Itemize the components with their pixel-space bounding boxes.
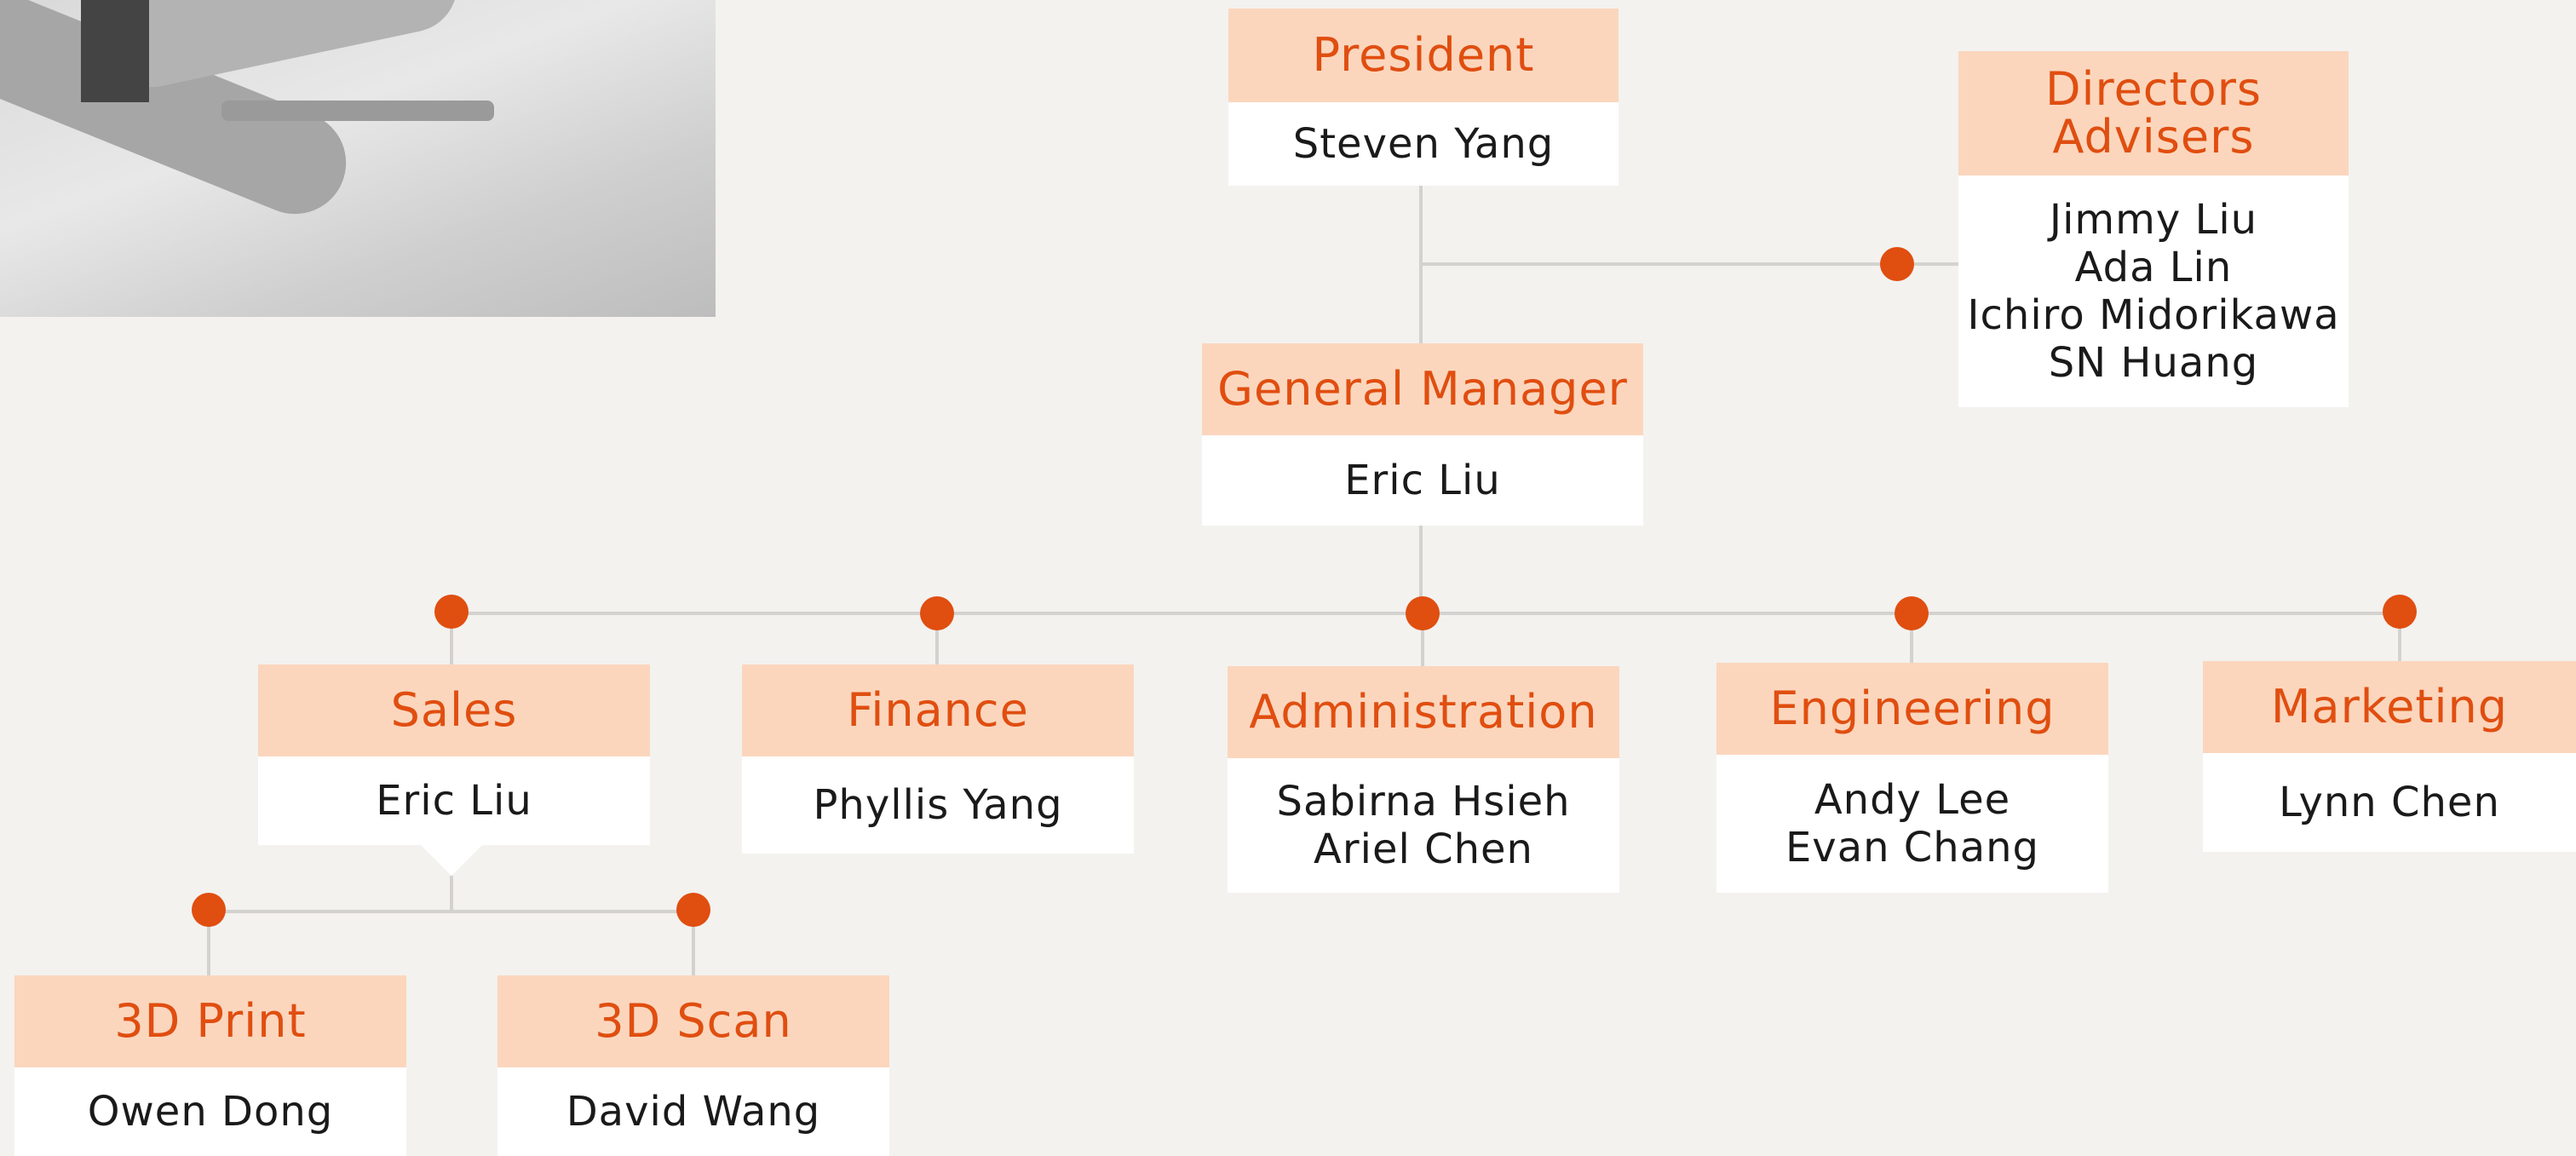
node-dot-3d-scan <box>676 893 710 927</box>
node-title: General Manager <box>1202 343 1643 435</box>
node-people: Eric Liu <box>1202 435 1643 526</box>
node-title-text: President <box>1312 28 1535 82</box>
person-name: David Wang <box>566 1088 821 1136</box>
node-dot-finance <box>920 596 954 630</box>
node-title-text: General Manager <box>1217 362 1628 416</box>
node-title-text: 3D Scan <box>595 994 792 1048</box>
person-name: Steven Yang <box>1292 120 1555 168</box>
office-photo <box>0 0 716 317</box>
connector-sales-units <box>450 876 453 912</box>
connector-drop-engineering <box>1910 613 1913 663</box>
node-title: Finance <box>742 664 1134 756</box>
connector-gm-departments <box>1419 526 1423 613</box>
node-title-text: Directors <box>2044 62 2263 116</box>
node-people: Sabirna Hsieh Ariel Chen <box>1228 758 1619 893</box>
node-title-text: Advisers <box>2052 110 2255 164</box>
node-dot-marketing <box>2383 595 2417 629</box>
node-dot-3d-print <box>192 893 226 927</box>
person-name: Sabirna Hsieh <box>1276 778 1571 825</box>
connector-drop-sales <box>450 613 453 664</box>
node-sales: Sales Eric Liu <box>258 664 650 845</box>
node-dot-sales <box>434 595 469 629</box>
person-name: Jimmy Liu <box>2049 196 2258 244</box>
photo-phone-shape <box>221 101 494 121</box>
sales-callout-notch <box>421 845 482 876</box>
person-name: Lynn Chen <box>2279 779 2500 826</box>
node-title: President <box>1228 9 1619 102</box>
node-people: Jimmy Liu Ada Lin Ichiro Midorikawa SN H… <box>1958 175 2349 407</box>
person-name: Ada Lin <box>2074 244 2233 291</box>
connector-to-directors <box>1421 262 1959 266</box>
node-title: Marketing <box>2203 661 2576 753</box>
connector-drop-marketing <box>2398 612 2401 661</box>
connector-sales-units-bus <box>209 910 694 913</box>
person-name: Eric Liu <box>376 777 532 825</box>
photo-hand-shape-2 <box>96 0 466 96</box>
node-people: Lynn Chen <box>2203 753 2576 852</box>
node-general-manager: General Manager Eric Liu <box>1202 343 1643 526</box>
connector-drop-administration <box>1421 613 1424 666</box>
node-directors-advisers: Directors Advisers Jimmy Liu Ada Lin Ich… <box>1958 51 2349 407</box>
node-title: Administration <box>1228 666 1619 758</box>
node-title: Engineering <box>1716 663 2108 755</box>
node-title-text: Administration <box>1249 685 1598 739</box>
node-title-text: Engineering <box>1769 682 2056 735</box>
person-name: Evan Chang <box>1785 824 2040 871</box>
person-name: Phyllis Yang <box>813 781 1063 829</box>
node-engineering: Engineering Andy Lee Evan Chang <box>1716 663 2108 893</box>
node-marketing: Marketing Lynn Chen <box>2203 661 2576 852</box>
node-dot-engineering <box>1895 596 1929 630</box>
node-title-text: Sales <box>390 683 518 737</box>
person-name: Andy Lee <box>1814 776 2011 824</box>
node-finance: Finance Phyllis Yang <box>742 664 1134 854</box>
node-title: Directors Advisers <box>1958 51 2349 175</box>
node-people: Andy Lee Evan Chang <box>1716 755 2108 893</box>
node-title-text: 3D Print <box>114 994 307 1048</box>
connector-drop-finance <box>935 613 939 664</box>
node-3d-scan: 3D Scan David Wang <box>497 975 889 1156</box>
person-name: SN Huang <box>2048 339 2259 387</box>
node-people: Owen Dong <box>14 1067 406 1156</box>
connector-drop-3d-scan <box>692 912 695 975</box>
node-administration: Administration Sabirna Hsieh Ariel Chen <box>1228 666 1619 893</box>
node-title: 3D Print <box>14 975 406 1067</box>
node-dot-directors <box>1880 247 1914 281</box>
node-president: President Steven Yang <box>1228 9 1619 186</box>
photo-watch-shape <box>81 0 149 102</box>
node-people: Steven Yang <box>1228 102 1619 186</box>
node-3d-print: 3D Print Owen Dong <box>14 975 406 1156</box>
connector-drop-3d-print <box>207 912 210 975</box>
person-name: Eric Liu <box>1344 457 1501 504</box>
person-name: Owen Dong <box>87 1088 334 1136</box>
node-title-text: Marketing <box>2270 680 2509 733</box>
node-people: Phyllis Yang <box>742 756 1134 854</box>
node-dot-administration <box>1406 596 1440 630</box>
node-people: Eric Liu <box>258 756 650 845</box>
node-title: Sales <box>258 664 650 756</box>
node-people: David Wang <box>497 1067 889 1156</box>
person-name: Ariel Chen <box>1314 825 1533 873</box>
person-name: Ichiro Midorikawa <box>1967 291 2340 339</box>
node-title-text: Finance <box>847 683 1029 737</box>
node-title: 3D Scan <box>497 975 889 1067</box>
